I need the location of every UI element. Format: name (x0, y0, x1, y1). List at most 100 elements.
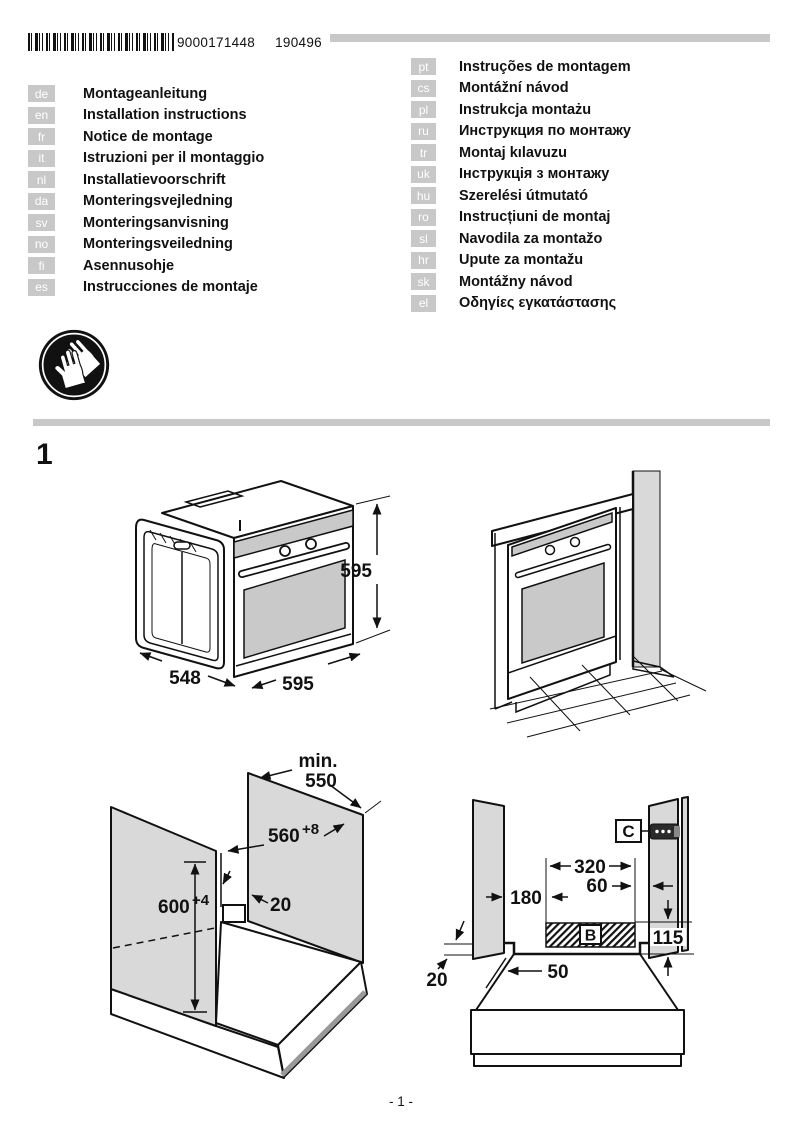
base-shadow (280, 990, 367, 1077)
language-code-badge: en (28, 106, 55, 124)
language-code-badge: cs (411, 79, 436, 97)
svg-text:115: 115 (653, 928, 684, 949)
control-strip (511, 511, 613, 558)
language-code-badge: it (28, 149, 55, 167)
language-item: en Installation instructions (28, 106, 264, 124)
language-code-badge: da (28, 192, 55, 210)
language-label: Navodila za montažo (459, 230, 603, 247)
niche-rear-drawing: B C 320 60 180 (426, 796, 694, 1067)
language-code-badge: ro (411, 208, 436, 226)
oven-knob (279, 545, 291, 557)
dim-width: 595 (251, 652, 361, 695)
countertop (491, 493, 634, 547)
language-label: Instrukcja montażu (459, 101, 592, 118)
language-code-badge: uk (411, 165, 436, 183)
language-code-badge: no (28, 235, 55, 253)
svg-text:min.: min. (298, 751, 337, 772)
dim-width-label: 595 (282, 674, 314, 695)
language-label: Installation instructions (83, 107, 247, 123)
header: 9000171448 190496 (28, 33, 322, 51)
language-label: Montážny návod (459, 273, 573, 290)
barcode-number: 9000171448 (177, 34, 256, 50)
language-label: Szerelési útmutató (459, 187, 588, 204)
language-code-badge: sl (411, 230, 436, 247)
protective-gloves-icon (38, 329, 110, 401)
language-item: hr Upute za montažu (411, 251, 631, 269)
door-latch (173, 541, 191, 550)
language-label: Monteringsvejledning (83, 193, 233, 209)
mains-terminal-icon (649, 823, 680, 840)
oven-knob (569, 536, 581, 548)
installed-oven-drawing (489, 470, 707, 738)
glove-front (54, 349, 87, 390)
connection-callout: C (615, 819, 680, 843)
language-item: sv Monteringsanvisning (28, 214, 264, 231)
language-item: sl Navodila za montažo (411, 230, 631, 247)
svg-text:+8: +8 (302, 821, 319, 838)
language-item: tr Montaj kılavuzu (411, 144, 631, 161)
oven-side-door (135, 518, 225, 670)
language-label: Monteringsveiledning (83, 236, 233, 252)
svg-text:60: 60 (586, 876, 607, 897)
dim-area-width: 320 (549, 857, 632, 878)
wall (632, 470, 661, 668)
language-code-badge: tr (411, 144, 436, 161)
dim-rear-gap: 20 (222, 870, 291, 916)
area-b-label: B (585, 928, 597, 945)
baseboard (632, 660, 675, 678)
dim-right-offset: 60 (586, 876, 673, 897)
language-code-badge: hr (411, 251, 436, 269)
figure-number: 1 (36, 438, 53, 471)
language-label: Istruzioni per il montaggio (83, 150, 265, 166)
language-label: Інструкція з монтажу (459, 166, 610, 182)
language-item: no Monteringsveiledning (28, 235, 264, 253)
oven-knob (544, 544, 556, 556)
top-rule (330, 34, 770, 42)
language-code-badge: sk (411, 273, 436, 290)
connection-label: C (622, 822, 634, 841)
language-label: Instrucțiuni de montaj (459, 209, 611, 225)
dim-area-height: 115 (635, 900, 694, 976)
oven-door-glass (243, 558, 346, 660)
language-label: Notice de montage (83, 128, 213, 145)
dim-height-label: 595 (340, 561, 372, 582)
language-label: Upute za montažu (459, 252, 584, 268)
language-code-badge: hu (411, 187, 436, 204)
oven-vent (183, 490, 245, 508)
oven-door-glass (521, 561, 605, 665)
language-label: Инструкция по монтажу (459, 123, 631, 139)
svg-text:560: 560 (268, 826, 300, 847)
dim-niche-depth: min. 550 (259, 751, 382, 814)
left-panel (472, 799, 505, 960)
language-label: Οδηγίες εγκατάστασης (459, 295, 617, 311)
dim-height: 595 (340, 495, 391, 644)
language-code-badge: pl (411, 101, 436, 118)
language-item: it Istruzioni per il montaggio (28, 149, 265, 167)
language-code-badge: nl (28, 171, 55, 188)
section-divider (33, 419, 770, 426)
rear-step (222, 904, 246, 923)
svg-text:50: 50 (547, 962, 568, 983)
dim-depth-label: 548 (169, 668, 201, 689)
language-item: pl Instrukcja montażu (411, 101, 631, 118)
dim-side-gap: 20 (426, 920, 474, 991)
language-code-badge: de (28, 85, 55, 102)
oven-knob (305, 538, 317, 550)
language-label: Monteringsanvisning (83, 214, 229, 231)
print-code: 190496 (275, 34, 322, 50)
dim-depth: 548 (139, 652, 236, 689)
oven-dimensions-drawing: 595 548 595 (135, 480, 391, 695)
language-code-badge: fi (28, 257, 55, 274)
language-label: Montaj kılavuzu (459, 144, 567, 161)
niche-floor (504, 941, 649, 956)
language-code-badge: sv (28, 214, 55, 231)
language-item: sk Montážny návod (411, 273, 631, 290)
language-code-badge: ru (411, 122, 436, 140)
cabinet-niche-drawing: min. 550 560 +8 600 +4 20 (110, 751, 382, 1079)
